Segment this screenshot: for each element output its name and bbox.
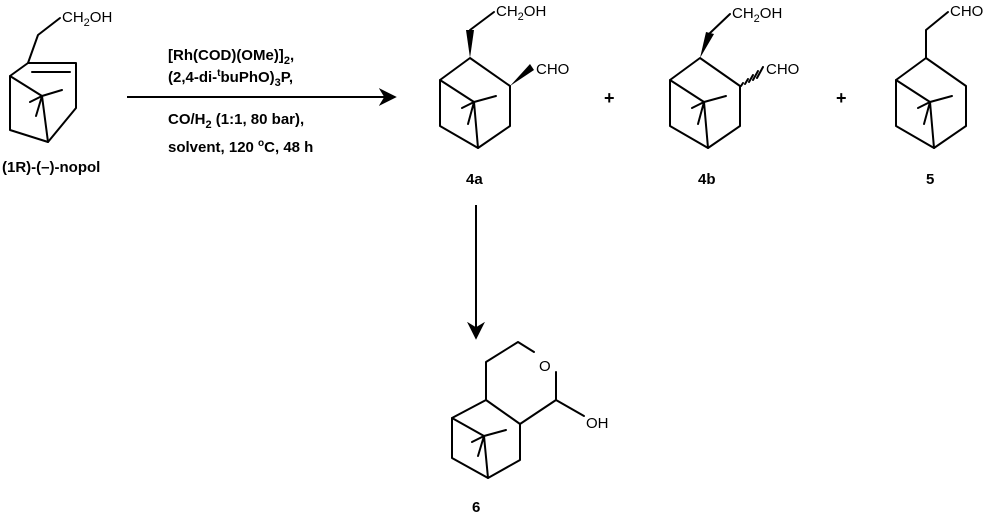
c4a-cho: CHO: [536, 61, 569, 78]
compound-5-label: 5: [926, 171, 934, 188]
c6-hydroxyl: OH: [586, 415, 609, 432]
c4b-hashed-bond: [740, 66, 764, 87]
compound-4b-structure: CH2OH CHO: [669, 5, 799, 149]
compound-4a-label: 4a: [466, 171, 483, 188]
condition-ligand: (2,4-di-tbuPhO)3P,: [168, 68, 293, 89]
c5-cho: CHO: [950, 3, 983, 20]
c6-ring-oxygen: O: [539, 358, 551, 375]
compound-6-label: 6: [472, 499, 480, 516]
nopol-ch2oh: CH2OH: [62, 9, 112, 29]
nopol-structure: CH2OH: [9, 9, 112, 143]
condition-solvent: solvent, 120 oC, 48 h: [168, 138, 313, 156]
plus-sign-1: +: [604, 88, 615, 108]
c4a-ch2oh: CH2OH: [496, 3, 546, 23]
c4b-cho: CHO: [766, 61, 799, 78]
compound-4a-structure: CH2OH CHO: [439, 3, 569, 149]
compound-5-structure: CHO: [895, 3, 983, 149]
nopol-label: (1R)-(–)-nopol: [2, 159, 100, 176]
compound-4b-label: 4b: [698, 171, 716, 188]
c4b-ch2oh: CH2OH: [732, 5, 782, 25]
compound-6-structure: O OH: [451, 341, 609, 479]
plus-sign-2: +: [836, 88, 847, 108]
condition-catalyst: [Rh(COD)(OMe)]2,: [168, 47, 294, 67]
condition-gas: CO/H2 (1:1, 80 bar),: [168, 111, 304, 131]
